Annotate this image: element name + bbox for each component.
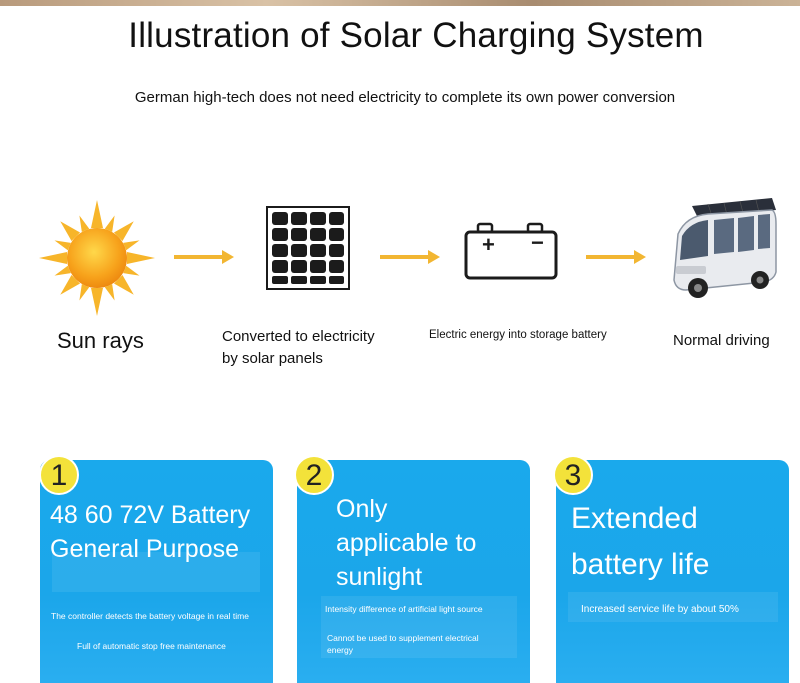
page-title: Illustration of Solar Charging System [128, 16, 704, 55]
card-1-title-line2: General Purpose [50, 535, 240, 563]
card-2-title-line3: sunlight [336, 563, 423, 591]
battery-icon [464, 222, 558, 280]
number-badge-1: 1 [39, 455, 79, 495]
card-3-note-1: Increased service life by about 50% [581, 604, 739, 615]
number-badge-3: 3 [553, 455, 593, 495]
note-background [321, 596, 517, 658]
card-1-note-1: The controller detects the battery volta… [51, 611, 249, 621]
arrow-icon [586, 250, 646, 264]
note-background [568, 592, 778, 622]
card-3-title-line1: Extended [571, 502, 698, 535]
step-label-solar-panels-line2: by solar panels [222, 350, 323, 367]
card-2-title-line2: applicable to [336, 529, 477, 557]
sun-icon [39, 200, 155, 316]
top-photo-strip [0, 0, 800, 6]
feature-card-1 [40, 460, 273, 683]
feature-card-3 [556, 460, 789, 683]
step-label-storage-battery: Electric energy into storage battery [429, 329, 607, 341]
arrow-icon [380, 250, 440, 264]
card-1-title-line1: 48 60 72V Battery [50, 501, 251, 529]
step-label-solar-panels-line1: Converted to electricity [222, 328, 375, 345]
battery-plus-symbol: + [482, 232, 495, 257]
card-2-note-1: Intensity difference of artificial light… [325, 604, 483, 614]
feature-card-2 [297, 460, 530, 683]
number-badge-2: 2 [294, 455, 334, 495]
page-subtitle: German high-tech does not need electrici… [134, 89, 676, 106]
note-background [52, 552, 260, 592]
step-label-normal-driving: Normal driving [673, 332, 770, 349]
vehicle-icon [673, 198, 777, 298]
card-2-note-2-line2: energy [327, 645, 353, 655]
arrow-icon [174, 250, 234, 264]
card-2-title-line1: Only [336, 495, 388, 523]
step-label-sun-rays: Sun rays [57, 328, 144, 353]
card-3-title-line2: battery life [571, 548, 710, 581]
card-2-note-2-line1: Cannot be used to supplement electrical [327, 633, 479, 643]
battery-minus-symbol: − [531, 230, 544, 255]
solar-panel-icon [266, 206, 350, 290]
card-1-note-2: Full of automatic stop free maintenance [77, 641, 226, 651]
